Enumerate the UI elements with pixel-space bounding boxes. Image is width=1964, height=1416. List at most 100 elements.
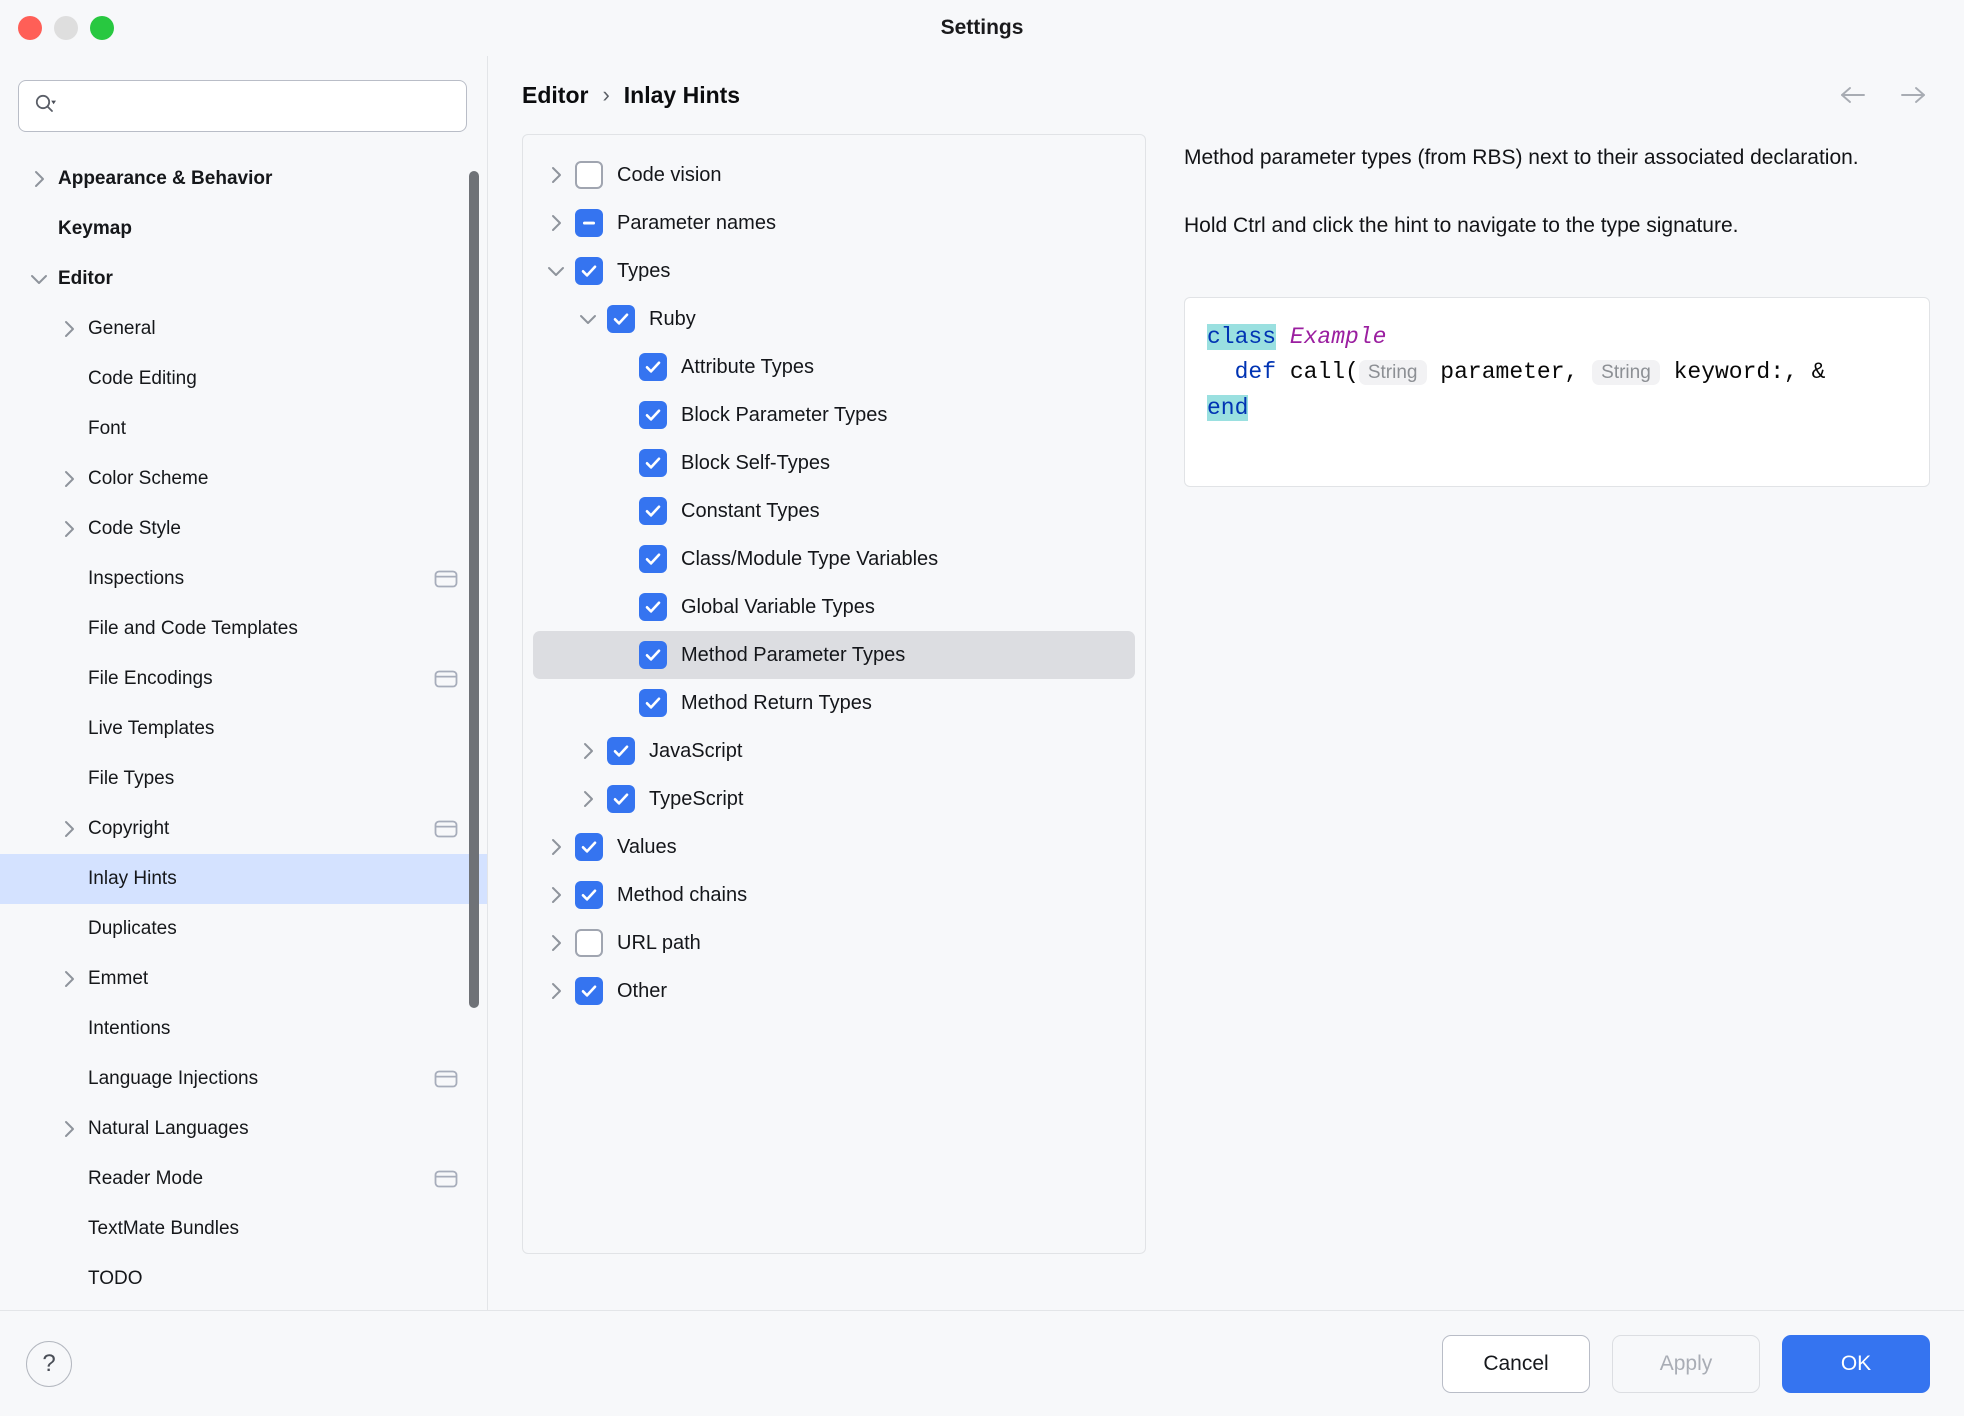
chevron-right-icon[interactable] [543,978,569,1004]
chevron-right-icon[interactable] [56,966,82,992]
sidebar-item-copyright[interactable]: Copyright [0,804,487,854]
help-button[interactable]: ? [26,1340,72,1387]
checkbox-checked[interactable] [639,545,667,573]
hint-row-other[interactable]: Other [533,967,1135,1015]
checkbox-checked[interactable] [607,737,635,765]
sidebar-item-general[interactable]: General [0,304,487,354]
hint-row-values[interactable]: Values [533,823,1135,871]
close-window-button[interactable] [18,16,42,40]
chevron-right-icon[interactable] [56,1116,82,1142]
checkbox-checked[interactable] [607,305,635,333]
sidebar-item-todo[interactable]: TODO [0,1254,487,1304]
zoom-window-button[interactable] [90,16,114,40]
hint-row-method-chains[interactable]: Method chains [533,871,1135,919]
hint-row-url-path[interactable]: URL path [533,919,1135,967]
arrow-right-icon[interactable] [1896,78,1930,112]
search-input[interactable] [63,95,452,117]
inlay-hint-chip-2[interactable]: String [1592,360,1660,386]
sidebar-item-appearance-behavior[interactable]: Appearance & Behavior [0,154,487,204]
checkbox-checked[interactable] [639,689,667,717]
sidebar-item-keymap[interactable]: Keymap [0,204,487,254]
hint-row-constant-types[interactable]: Constant Types [533,487,1135,535]
sidebar-item-label: Font [88,418,127,439]
sidebar-item-file-and-code-templates[interactable]: File and Code Templates [0,604,487,654]
arrow-left-icon[interactable] [1836,78,1870,112]
sidebar-item-emmet[interactable]: Emmet [0,954,487,1004]
sidebar-item-natural-languages[interactable]: Natural Languages [0,1104,487,1154]
hint-row-block-self-types[interactable]: Block Self-Types [533,439,1135,487]
sidebar-item-editor[interactable]: Editor [0,254,487,304]
hint-row-label: Method Parameter Types [681,643,906,666]
hint-row-types[interactable]: Types [533,247,1135,295]
search-box[interactable] [18,80,467,132]
sidebar-item-language-injections[interactable]: Language Injections [0,1054,487,1104]
checkbox-checked[interactable] [639,593,667,621]
chevron-right-icon[interactable] [26,166,52,192]
sidebar-item-code-style[interactable]: Code Style [0,504,487,554]
traffic-lights [0,16,114,40]
hint-row-label: TypeScript [649,787,744,810]
hint-row-javascript[interactable]: JavaScript [533,727,1135,775]
chevron-right-icon[interactable] [543,834,569,860]
project-scope-icon [433,818,459,840]
hint-row-block-parameter-types[interactable]: Block Parameter Types [533,391,1135,439]
hint-row-ruby[interactable]: Ruby [533,295,1135,343]
description-paragraph-1: Method parameter types (from RBS) next t… [1184,146,1859,169]
sidebar-item-font[interactable]: Font [0,404,487,454]
chevron-down-icon[interactable] [575,306,601,332]
checkbox-checked[interactable] [639,641,667,669]
sidebar-item-duplicates[interactable]: Duplicates [0,904,487,954]
sidebar-item-inspections[interactable]: Inspections [0,554,487,604]
checkbox-checked[interactable] [575,257,603,285]
sidebar-scrollbar-thumb[interactable] [469,171,479,1008]
checkbox-checked[interactable] [639,497,667,525]
breadcrumb-parent[interactable]: Editor [522,81,589,108]
sidebar-item-textmate-bundles[interactable]: TextMate Bundles [0,1204,487,1254]
checkbox-unchecked[interactable] [575,161,603,189]
checkbox-checked[interactable] [639,449,667,477]
hint-row-method-parameter-types[interactable]: Method Parameter Types [533,631,1135,679]
cancel-button[interactable]: Cancel [1442,1334,1590,1393]
sidebar-item-color-scheme[interactable]: Color Scheme [0,454,487,504]
hint-row-typescript[interactable]: TypeScript [533,775,1135,823]
hint-row-attribute-types[interactable]: Attribute Types [533,343,1135,391]
minimize-window-button[interactable] [54,16,78,40]
chevron-right-icon[interactable] [56,466,82,492]
sidebar-item-intentions[interactable]: Intentions [0,1004,487,1054]
sidebar-scrollbar-track[interactable] [469,148,479,1310]
chevron-down-icon[interactable] [543,258,569,284]
chevron-down-icon[interactable] [26,266,52,292]
checkbox-unchecked[interactable] [575,929,603,957]
inlay-hint-chip-1[interactable]: String [1358,360,1427,386]
sidebar-item-file-encodings[interactable]: File Encodings [0,654,487,704]
ok-button[interactable]: OK [1782,1334,1930,1393]
hint-row-code-vision[interactable]: Code vision [533,151,1135,199]
project-scope-icon [433,668,459,690]
sidebar-item-reader-mode[interactable]: Reader Mode [0,1154,487,1204]
checkbox-checked[interactable] [575,977,603,1005]
sidebar-item-label: Code Editing [88,368,197,389]
chevron-right-icon[interactable] [575,786,601,812]
sidebar-item-file-types[interactable]: File Types [0,754,487,804]
sidebar-item-code-editing[interactable]: Code Editing [0,354,487,404]
checkbox-checked[interactable] [639,353,667,381]
chevron-right-icon[interactable] [56,816,82,842]
checkbox-indeterminate[interactable] [575,209,603,237]
hint-row-parameter-names[interactable]: Parameter names [533,199,1135,247]
sidebar-item-live-templates[interactable]: Live Templates [0,704,487,754]
checkbox-checked[interactable] [575,881,603,909]
chevron-right-icon[interactable] [56,516,82,542]
chevron-right-icon[interactable] [543,162,569,188]
checkbox-checked[interactable] [607,785,635,813]
chevron-right-icon[interactable] [543,882,569,908]
hint-row-class-module-type-variables[interactable]: Class/Module Type Variables [533,535,1135,583]
chevron-right-icon[interactable] [56,316,82,342]
checkbox-checked[interactable] [575,833,603,861]
hint-row-method-return-types[interactable]: Method Return Types [533,679,1135,727]
chevron-right-icon[interactable] [543,930,569,956]
sidebar-item-inlay-hints[interactable]: Inlay Hints [0,854,487,904]
chevron-right-icon[interactable] [575,738,601,764]
checkbox-checked[interactable] [639,401,667,429]
chevron-right-icon[interactable] [543,210,569,236]
hint-row-global-variable-types[interactable]: Global Variable Types [533,583,1135,631]
